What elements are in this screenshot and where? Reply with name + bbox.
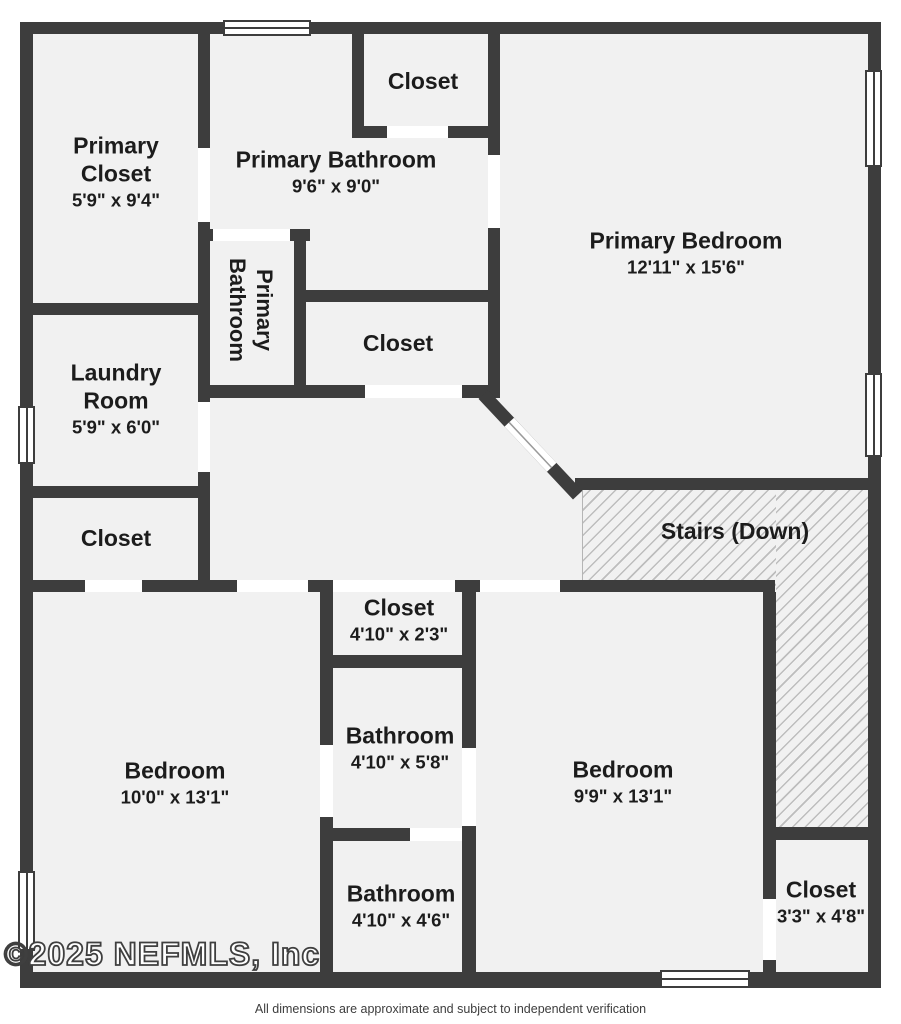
door-opening (763, 899, 776, 960)
window (865, 70, 882, 167)
wall (294, 235, 306, 397)
room-label-mid-closet: Closet (362, 329, 434, 356)
room-label-primary-bathroom-small: Primary Bathroom (225, 258, 277, 362)
door-opening (365, 385, 462, 398)
room-label-primary-bedroom: Primary Bedroom 12'11" x 15'6" (589, 227, 783, 278)
room-label-primary-closet: Primary Closet 5'9" x 9'4" (71, 132, 161, 211)
wall (868, 22, 881, 988)
disclaimer-text: All dimensions are approximate and subje… (254, 1002, 647, 1016)
wall (575, 478, 881, 490)
stairs-hatch-right (776, 490, 868, 827)
room-label-mid-bathroom: Bathroom 4'10" x 5'8" (345, 722, 455, 773)
room-label-bottom-bathroom: Bathroom 4'10" x 4'6" (346, 880, 456, 931)
door-opening (237, 580, 308, 592)
door-opening (198, 402, 210, 472)
door-opening (333, 580, 455, 592)
room-label-laundry-room: Laundry Room 5'9" x 6'0" (70, 359, 162, 438)
door-opening (410, 828, 462, 841)
room-label-left-closet: Closet (80, 524, 152, 551)
wall (320, 655, 476, 668)
wall (20, 486, 210, 498)
room-label-right-bedroom: Bedroom 9'9" x 13'1" (572, 756, 674, 807)
window (223, 20, 311, 36)
room-label-br-closet: Closet 3'3" x 4'8" (776, 876, 866, 927)
wall (294, 290, 500, 302)
room-label-hall-closet: Closet 4'10" x 2'3" (349, 594, 449, 645)
window (865, 373, 882, 457)
wall (20, 22, 33, 988)
door-opening (213, 229, 290, 241)
door-opening (387, 126, 448, 138)
door-opening (462, 748, 476, 826)
wall (763, 592, 776, 972)
wall (20, 972, 881, 988)
window (18, 871, 35, 951)
room-label-stairs: Stairs (Down) (660, 517, 810, 544)
door-opening (85, 580, 142, 592)
room-label-top-closet: Closet (387, 67, 459, 94)
door-opening (488, 155, 500, 228)
door-opening (320, 745, 333, 817)
watermark: ©2025 NEFMLS, Inc (3, 935, 321, 973)
wall (763, 827, 881, 840)
wall (20, 303, 210, 315)
wall (352, 34, 364, 138)
room-label-left-bedroom: Bedroom 10'0" x 13'1" (120, 757, 230, 808)
door-opening (480, 580, 560, 592)
wall (20, 22, 881, 34)
door-opening (198, 148, 210, 222)
wall (198, 498, 210, 592)
window (660, 970, 750, 988)
room-label-primary-bathroom: Primary Bathroom 9'6" x 9'0" (235, 146, 437, 197)
window (18, 406, 35, 464)
